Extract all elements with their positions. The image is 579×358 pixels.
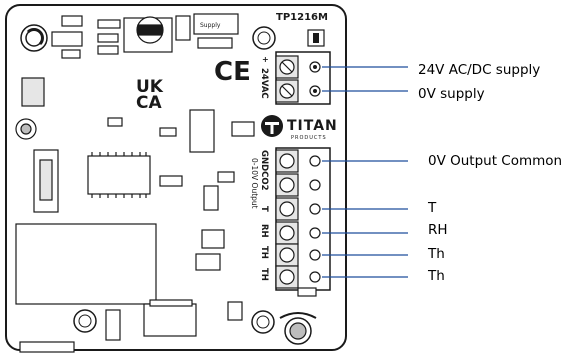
model-label: TP1216M bbox=[276, 12, 328, 23]
callout-out-th-1: Th bbox=[428, 246, 445, 262]
titan-logo bbox=[261, 115, 283, 137]
left-components bbox=[15, 77, 157, 305]
terminal-t-label: T bbox=[259, 206, 269, 212]
callout-out-rh: RH bbox=[428, 222, 448, 238]
brand-subtitle: PRODUCTS bbox=[291, 135, 327, 141]
mounting-hole-icon bbox=[20, 24, 48, 52]
bottom-components bbox=[19, 299, 243, 353]
supply-plus-label: + bbox=[262, 55, 269, 64]
terminal-th-1-label: TH bbox=[259, 246, 269, 259]
ce-mark: CE bbox=[214, 57, 251, 87]
brand-name: TITAN bbox=[287, 118, 338, 134]
mounting-hole-icon bbox=[252, 26, 276, 50]
supply-minus-label: – bbox=[262, 89, 266, 98]
ukca-mark-top: UK bbox=[136, 77, 164, 97]
ic-pins bbox=[91, 152, 147, 198]
callout-output-common: 0V Output Common bbox=[428, 153, 563, 169]
jumper-pin bbox=[313, 33, 319, 43]
middle-components bbox=[87, 109, 255, 271]
potentiometer-icon bbox=[279, 312, 317, 345]
mounting-hole-icon bbox=[73, 309, 97, 333]
output-terminal-block bbox=[275, 147, 331, 297]
callout-out-t: T bbox=[428, 200, 437, 216]
top-components bbox=[51, 13, 239, 59]
supply-terminal-label: 24VAC bbox=[259, 68, 269, 99]
callout-supply-0v: 0V supply bbox=[418, 86, 485, 102]
ukca-mark-bottom: CA bbox=[136, 93, 162, 113]
terminal-rh-label: RH bbox=[259, 224, 269, 238]
leader-lines bbox=[322, 66, 408, 278]
gnd-co2-label: GNDCO2 bbox=[259, 150, 269, 191]
small-chip-label: Supply bbox=[200, 22, 221, 29]
terminal-th-2-label: TH bbox=[259, 268, 269, 281]
analog-output-label: 0-10V Output bbox=[250, 158, 259, 209]
callout-supply-24v: 24V AC/DC supply bbox=[418, 62, 541, 78]
callout-out-th-2: Th bbox=[428, 268, 445, 284]
mounting-hole-icon bbox=[251, 310, 275, 334]
supply-terminal-block bbox=[275, 51, 331, 105]
